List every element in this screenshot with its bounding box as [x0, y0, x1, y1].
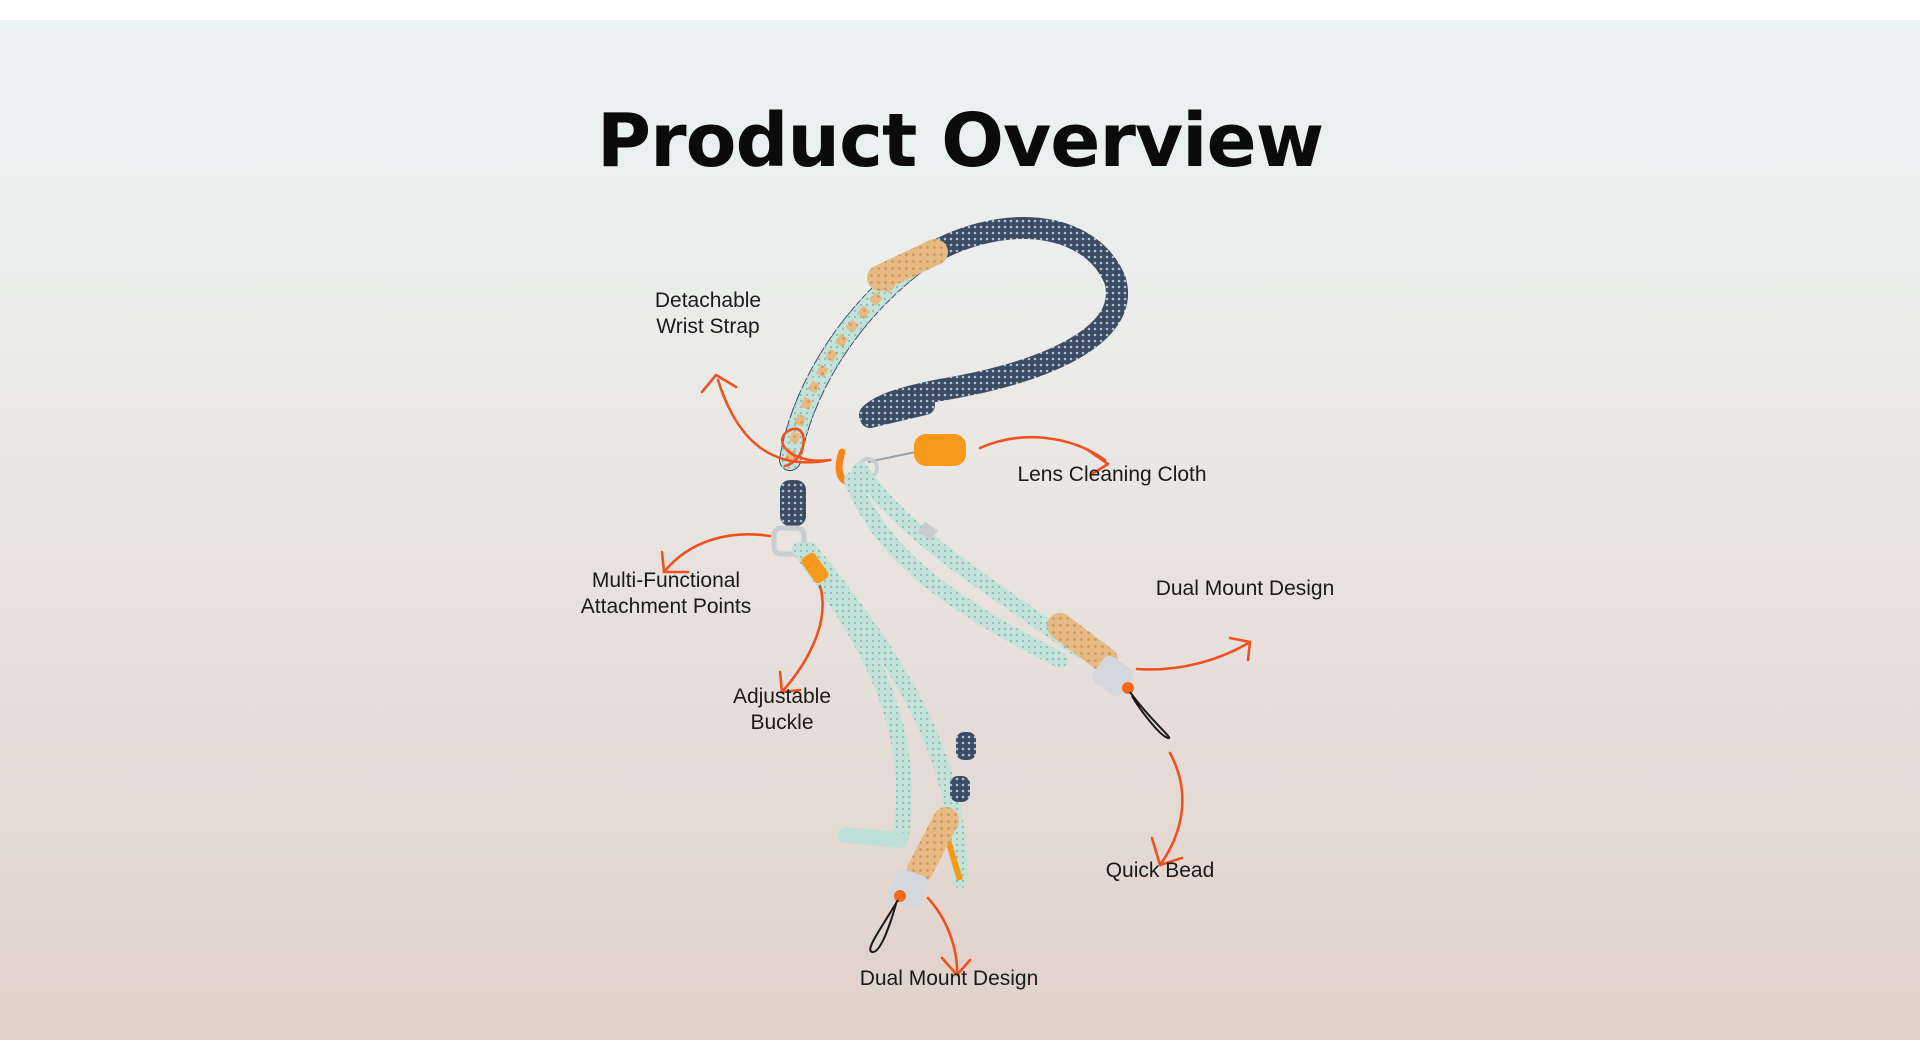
wrist-strap: [779, 216, 1128, 471]
arrow-icon-lens-cloth: [978, 435, 1110, 476]
arrow-icon-adjustable-buckle: [778, 584, 824, 694]
page-title: Product Overview: [596, 98, 1324, 184]
callout-line: Detachable: [654, 289, 762, 312]
arrow-icon-dual-mount-bottom: [926, 896, 972, 977]
dual-mount-bottom-cord: [869, 732, 976, 953]
callout-quick-bead: Quick Bead: [1090, 858, 1230, 884]
product-overview-banner: Product Overview: [0, 20, 1920, 1040]
callout-line: Dual Mount Design: [859, 967, 1039, 990]
callout-detachable-wrist-strap: Detachable Wrist Strap: [642, 288, 774, 340]
callout-multi-functional-attachment-points: Multi-Functional Attachment Points: [566, 568, 766, 620]
callout-dual-mount-design-bottom: Dual Mount Design: [840, 966, 1058, 992]
arrow-icon-attachment-points: [660, 533, 772, 574]
callout-line: Adjustable: [732, 685, 832, 708]
product-illustration: [660, 216, 1252, 977]
callout-line: Wrist Strap: [656, 315, 760, 338]
arrow-icon-wrist-strap: [700, 373, 832, 468]
callout-lens-cleaning-cloth: Lens Cleaning Cloth: [1002, 462, 1222, 488]
callout-line: Multi-Functional: [591, 569, 741, 592]
callout-line: Dual Mount Design: [1155, 577, 1335, 600]
lens-cleaning-cloth-graphic: [857, 434, 966, 479]
callout-line: Buckle: [750, 711, 814, 734]
callout-line: Attachment Points: [580, 595, 752, 618]
callout-adjustable-buckle: Adjustable Buckle: [712, 684, 852, 736]
callout-dual-mount-design-right: Dual Mount Design: [1140, 576, 1350, 602]
callout-line: Lens Cleaning Cloth: [1017, 463, 1207, 486]
callout-line: Quick Bead: [1105, 859, 1215, 882]
arrow-icon-quick-bead: [1150, 751, 1184, 867]
arrow-icon-dual-mount-right: [1135, 636, 1252, 671]
dual-mount-right-cord: [844, 462, 1171, 739]
